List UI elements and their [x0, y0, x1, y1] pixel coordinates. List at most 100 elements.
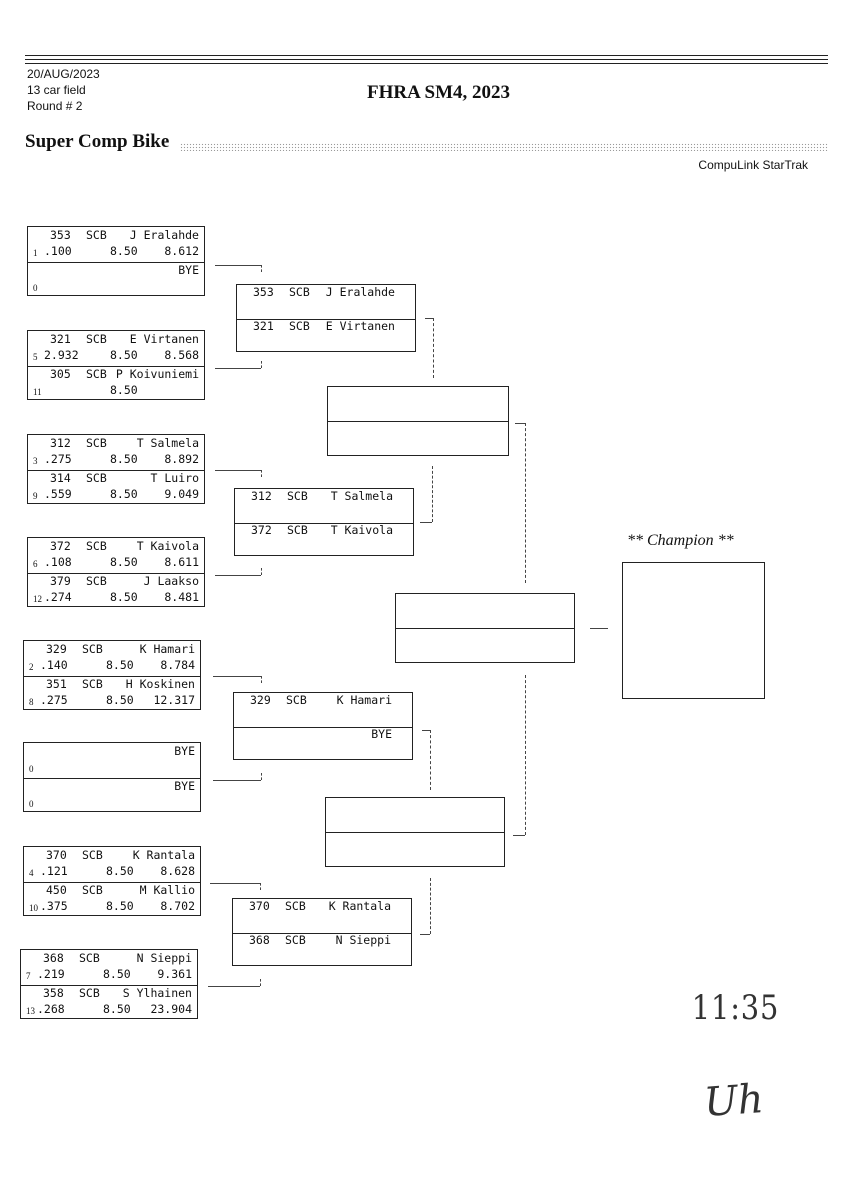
entry-num: 312 [50, 436, 71, 450]
entry-cls: SCB [82, 677, 103, 691]
entry-cls: SCB [86, 574, 107, 588]
entry-reaction-time: .108 [44, 555, 72, 569]
entry-cls: SCB [286, 693, 307, 707]
entry-reaction-time: .100 [44, 244, 72, 258]
matchup-divider [396, 628, 574, 629]
entry-num: 321 [50, 332, 71, 346]
semifinal-2-box [325, 797, 505, 867]
entry-reaction-time: .559 [44, 487, 72, 501]
connector-dash [525, 675, 526, 835]
entry-cls: SCB [285, 899, 306, 913]
connector-line [215, 265, 261, 266]
connector-line [590, 628, 608, 629]
handwritten-initials: Uh [702, 1075, 766, 1127]
connector-line [210, 883, 260, 884]
connector-line [513, 835, 525, 836]
entry-cls: SCB [82, 642, 103, 656]
entry-num: 358 [43, 986, 64, 1000]
entry-cls: SCB [86, 228, 107, 242]
matchup-divider [24, 778, 200, 779]
connector-line [422, 730, 430, 731]
entry-seed: 9 [33, 491, 38, 501]
champion-label: ** Champion ** [627, 532, 734, 549]
matchup-divider [28, 366, 204, 367]
entry-num: 305 [50, 367, 71, 381]
entry-cls: SCB [289, 285, 310, 299]
connector-dash [260, 883, 261, 890]
handwritten-time: 11:35 [691, 988, 780, 1028]
entry-name: J Eralahde [129, 228, 199, 242]
entry-name: N Sieppi [335, 933, 391, 947]
round-number: Round # 2 [27, 99, 83, 113]
entry-seed: 10 [29, 903, 38, 913]
entry-name: T Kaivola [136, 539, 199, 553]
entry-seed: 0 [33, 283, 38, 293]
entry-dial-in: 8.50 [103, 1002, 131, 1016]
entry-cls: SCB [82, 848, 103, 862]
entry-seed: 11 [33, 387, 42, 397]
entry-dial-in: 8.50 [110, 487, 138, 501]
connector-dash [261, 361, 262, 368]
entry-seed: 12 [33, 594, 42, 604]
matchup-divider [233, 933, 411, 934]
entry-seed: 3 [33, 456, 38, 466]
entry-seed: 4 [29, 868, 34, 878]
race-date: 20/AUG/2023 [27, 67, 100, 81]
top-rule-1 [25, 55, 828, 56]
entry-reaction-time: 2.932 [44, 348, 79, 362]
entry-num: 372 [251, 523, 272, 537]
entry-elapsed-time: 9.049 [164, 487, 199, 501]
entry-reaction-time: .375 [40, 899, 68, 913]
entry-num: 351 [46, 677, 67, 691]
entry-seed: 2 [29, 662, 34, 672]
semifinal-1-box [327, 386, 509, 456]
connector-dash [261, 568, 262, 575]
entry-num: 368 [249, 933, 270, 947]
entry-reaction-time: .274 [44, 590, 72, 604]
entry-dial-in: 8.50 [110, 590, 138, 604]
entry-dial-in: 8.50 [106, 658, 134, 672]
top-rule-3 [25, 63, 828, 64]
matchup-divider [28, 470, 204, 471]
entry-num: 329 [250, 693, 271, 707]
entry-dial-in: 8.50 [110, 555, 138, 569]
connector-line [425, 318, 433, 319]
matchup-divider [237, 319, 415, 320]
entry-seed: 6 [33, 559, 38, 569]
entry-name: BYE [178, 263, 199, 277]
entry-seed: 1 [33, 248, 38, 258]
entry-dial-in: 8.50 [110, 452, 138, 466]
entry-seed: 5 [33, 352, 38, 362]
connector-line [213, 676, 261, 677]
entry-name: S Ylhainen [122, 986, 192, 1000]
class-title: Super Comp Bike [25, 131, 170, 152]
connector-dash [261, 265, 262, 272]
entry-dial-in: 8.50 [103, 967, 131, 981]
matchup-divider [21, 985, 197, 986]
entry-reaction-time: .121 [40, 864, 68, 878]
connector-dash [432, 466, 433, 522]
entry-dial-in: 8.50 [106, 693, 134, 707]
entry-num: 370 [46, 848, 67, 862]
entry-cls: SCB [82, 883, 103, 897]
entry-dial-in: 8.50 [110, 383, 138, 397]
entry-reaction-time: .219 [37, 967, 65, 981]
champion-box [622, 562, 765, 699]
entry-num: 312 [251, 489, 272, 503]
connector-line [215, 368, 261, 369]
entry-seed: 0 [29, 764, 34, 774]
entry-cls: SCB [289, 319, 310, 333]
entry-seed: 13 [26, 1006, 35, 1016]
connector-line [515, 423, 525, 424]
entry-num: 353 [253, 285, 274, 299]
entry-name: J Eralahde [325, 285, 395, 299]
entry-name: T Luiro [150, 471, 199, 485]
entry-seed: 7 [26, 971, 31, 981]
entry-reaction-time: .268 [37, 1002, 65, 1016]
